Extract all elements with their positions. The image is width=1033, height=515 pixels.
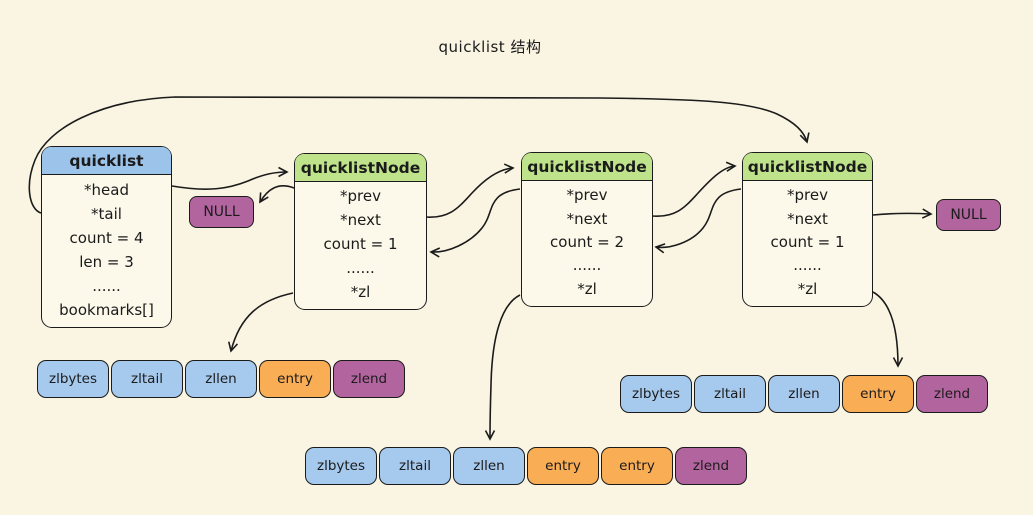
arrow-node3-zl-to-ziplist3 bbox=[872, 291, 904, 368]
field-zl: *zl bbox=[797, 279, 818, 298]
diagram-title: quicklist 结构 bbox=[438, 38, 542, 56]
field-zl: *zl bbox=[577, 279, 597, 298]
ziplist-cell-zlbytes: zlbytes bbox=[305, 447, 377, 485]
field-zl: *zl bbox=[350, 282, 371, 301]
quicklistnode2-body: *prev *next count = 2 ...... *zl bbox=[522, 181, 652, 306]
field-bookmarks: bookmarks[] bbox=[59, 300, 154, 319]
ziplist-cell-entry: entry bbox=[527, 447, 599, 485]
ziplist-cell-zlend: zlend bbox=[916, 375, 988, 413]
ziplist-cell-zlend: zlend bbox=[333, 360, 405, 398]
field-len: len = 3 bbox=[79, 252, 134, 271]
quicklist-body: *head *tail count = 4 len = 3 ...... boo… bbox=[42, 175, 171, 327]
field-prev: *prev bbox=[340, 187, 381, 206]
field-count: count = 1 bbox=[323, 234, 398, 253]
ziplist-2: zlbytes zltail zllen entry entry zlend bbox=[305, 447, 747, 485]
ziplist-cell-zlend: zlend bbox=[675, 447, 747, 485]
field-head: *head bbox=[84, 180, 129, 199]
ziplist-cell-zllen: zllen bbox=[185, 360, 257, 398]
ziplist-cell-zllen: zllen bbox=[768, 375, 840, 413]
field-next: *next bbox=[566, 209, 608, 228]
field-count: count = 1 bbox=[770, 232, 845, 251]
arrow-node1-next-to-node2 bbox=[424, 163, 515, 218]
ziplist-cell-entry: entry bbox=[601, 447, 673, 485]
field-next: *next bbox=[787, 209, 828, 228]
field-count: count = 4 bbox=[69, 228, 144, 247]
arrow-node2-next-to-node3 bbox=[651, 161, 737, 217]
arrow-node3-next-to-null bbox=[872, 208, 933, 219]
quicklistnode1-body: *prev *next count = 1 ...... *zl bbox=[295, 182, 426, 309]
null-tag-left: NULL bbox=[189, 196, 254, 228]
ziplist-1: zlbytes zltail zllen entry zlend bbox=[37, 360, 405, 398]
quicklistnode-box-2: quicklistNode *prev *next count = 2 ....… bbox=[521, 152, 653, 307]
ziplist-cell-zltail: zltail bbox=[379, 447, 451, 485]
ziplist-3: zlbytes zltail zllen entry zlend bbox=[620, 375, 988, 413]
arrow-node1-zl-to-ziplist1 bbox=[227, 292, 294, 353]
field-prev: *prev bbox=[566, 186, 608, 205]
quicklistnode-box-1: quicklistNode *prev *next count = 1 ....… bbox=[294, 153, 427, 310]
ziplist-cell-zlbytes: zlbytes bbox=[37, 360, 109, 398]
field-ellipsis: ...... bbox=[572, 256, 602, 275]
ziplist-cell-entry: entry bbox=[259, 360, 331, 398]
arrow-node1-prev-to-null bbox=[259, 185, 295, 204]
field-ellipsis: ...... bbox=[793, 256, 822, 275]
ziplist-cell-zllen: zllen bbox=[453, 447, 525, 485]
field-prev: *prev bbox=[787, 186, 828, 205]
arrow-node2-zl-to-ziplist2 bbox=[484, 294, 521, 441]
ziplist-cell-entry: entry bbox=[842, 375, 914, 413]
arrow-node3-prev-to-node2 bbox=[654, 188, 742, 254]
field-ellipsis: ...... bbox=[346, 258, 375, 277]
quicklistnode2-header: quicklistNode bbox=[522, 153, 652, 181]
null-tag-right: NULL bbox=[936, 199, 1001, 231]
field-tail: *tail bbox=[91, 204, 122, 223]
quicklistnode-box-3: quicklistNode *prev *next count = 1 ....… bbox=[742, 152, 873, 307]
quicklist-box: quicklist *head *tail count = 4 len = 3 … bbox=[41, 146, 172, 328]
quicklist-header: quicklist bbox=[42, 147, 171, 175]
field-next: *next bbox=[340, 211, 381, 230]
ziplist-cell-zltail: zltail bbox=[694, 375, 766, 413]
quicklistnode3-body: *prev *next count = 1 ...... *zl bbox=[743, 181, 872, 306]
arrow-node2-prev-to-node1 bbox=[429, 188, 521, 258]
ziplist-cell-zltail: zltail bbox=[111, 360, 183, 398]
field-count: count = 2 bbox=[550, 232, 624, 251]
field-ellipsis: ...... bbox=[92, 276, 121, 295]
quicklistnode1-header: quicklistNode bbox=[295, 154, 426, 182]
ziplist-cell-zlbytes: zlbytes bbox=[620, 375, 692, 413]
arrow-head-to-node1 bbox=[171, 166, 289, 190]
quicklistnode3-header: quicklistNode bbox=[743, 153, 872, 181]
